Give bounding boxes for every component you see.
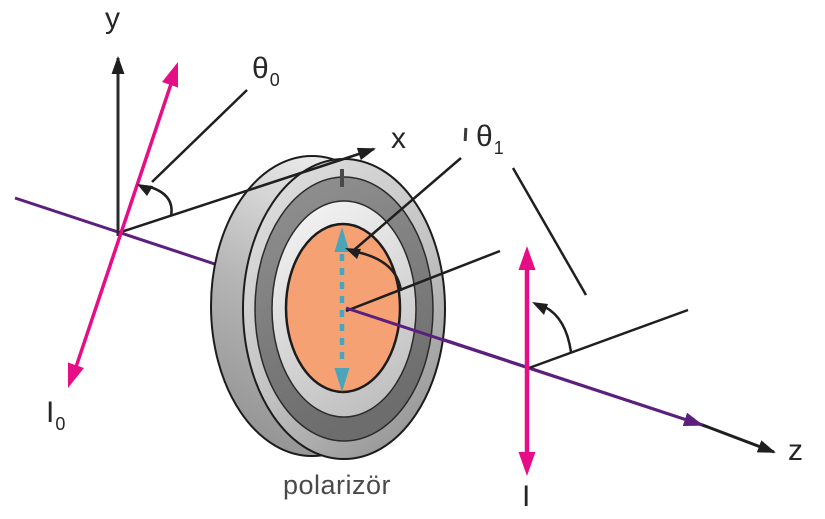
incident-polarization-arrow <box>68 62 178 388</box>
theta0-arc-arrowhead <box>137 184 153 196</box>
transmitted-polarization-arrow <box>518 246 536 476</box>
theta0-leader-line <box>151 89 248 183</box>
transmitted-intensity-label: I <box>522 482 530 512</box>
theta1-symbol: θ <box>476 120 493 153</box>
transmitted-polarization-down-head <box>518 452 536 476</box>
transmission-axis-down-head <box>334 368 350 392</box>
incident-polarization-down-head <box>68 362 84 388</box>
incident-intensity-subscript: 0 <box>55 414 66 434</box>
x-axis-label: x <box>391 122 406 155</box>
light-ray <box>345 306 704 427</box>
polarizer-disc <box>210 155 446 460</box>
theta1-leader-right <box>511 167 588 296</box>
disc-reference-line <box>345 249 501 313</box>
transmitted-polarization-up-head <box>518 246 536 270</box>
transmission-axis-arrow <box>334 227 350 392</box>
theta1-label: θ1 <box>476 120 504 158</box>
theta1-arc-post-arrowhead <box>532 302 548 315</box>
theta0-arc <box>149 185 173 217</box>
polarizer-caption: polarizör <box>283 470 392 500</box>
theta1-arc-disc <box>356 250 403 292</box>
theta0-symbol: θ <box>252 52 269 85</box>
z-axis-label: z <box>788 434 803 467</box>
y-axis-label: y <box>105 2 120 35</box>
incident-intensity-label: I0 <box>46 396 65 434</box>
theta1-arc-disc-arrowhead <box>345 248 361 259</box>
incident-polarization-shaft <box>74 83 173 368</box>
polarizer-aperture <box>284 222 402 394</box>
transmission-axis-up-head <box>334 227 350 252</box>
z-axis-line <box>691 419 776 454</box>
incident-intensity-symbol: I <box>46 396 55 429</box>
theta0-subscript: 0 <box>269 70 280 90</box>
theta1-subscript: 1 <box>493 138 504 158</box>
post-polarizer-reference-line <box>528 308 689 370</box>
incident-polarization-up-head <box>162 62 178 88</box>
x-axis-line <box>117 147 376 235</box>
theta1-leader-left <box>353 157 462 251</box>
transmitted-intensity-symbol: I <box>522 480 531 513</box>
theta1-arc-post <box>544 305 573 353</box>
theta0-label: θ0 <box>252 52 280 90</box>
